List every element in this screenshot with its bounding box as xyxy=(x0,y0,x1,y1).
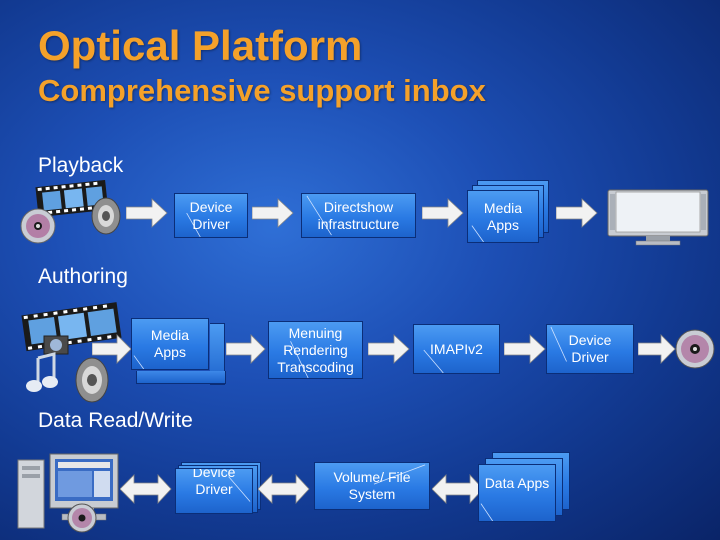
data-apps-box: Data Apps xyxy=(478,464,556,522)
section-authoring: Authoring xyxy=(38,265,128,288)
stack-layer xyxy=(136,371,226,384)
arrow-right xyxy=(251,198,294,233)
arrow-right xyxy=(91,334,132,369)
arrow-left-right xyxy=(431,473,484,509)
arrow-right xyxy=(367,334,410,369)
directshow-box: Directshow infrastructure xyxy=(301,193,416,238)
arrow-right xyxy=(555,198,598,233)
disc-icon xyxy=(674,328,716,370)
stack-layer xyxy=(210,323,225,385)
device-driver-box: Device Driver xyxy=(546,324,634,374)
arrow-right xyxy=(225,334,266,369)
film-speaker-music-icon xyxy=(16,300,128,406)
device-driver-box: Device Driver xyxy=(175,468,253,514)
section-playback: Playback xyxy=(38,154,124,177)
computer-disc-icon xyxy=(16,450,122,534)
data-apps-stack: Data Apps xyxy=(478,452,572,524)
imapi-box: IMAPIv2 xyxy=(413,324,500,374)
film-disc-speaker-icon xyxy=(18,179,122,246)
arrow-right xyxy=(503,334,546,369)
media-apps-stack: Media Apps xyxy=(131,318,223,384)
filesystem-box: Volume/ File System xyxy=(314,462,430,510)
page-subtitle: Comprehensive support inbox xyxy=(38,73,486,108)
media-apps-box: Media Apps xyxy=(467,190,539,243)
menuing-box: Menuing Rendering Transcoding xyxy=(268,321,363,379)
arrow-left-right xyxy=(257,473,310,509)
arrow-right xyxy=(637,334,676,369)
media-apps-box: Media Apps xyxy=(131,318,209,370)
arrow-right xyxy=(125,198,168,233)
media-apps-stack: Media Apps xyxy=(467,180,549,243)
arrow-left-right xyxy=(119,473,172,509)
page-title: Optical Platform xyxy=(38,22,363,69)
tv-monitor-icon xyxy=(606,188,712,246)
device-driver-box: Device Driver xyxy=(174,193,248,238)
arrow-right xyxy=(421,198,464,233)
section-data-readwrite: Data Read/Write xyxy=(38,409,193,432)
